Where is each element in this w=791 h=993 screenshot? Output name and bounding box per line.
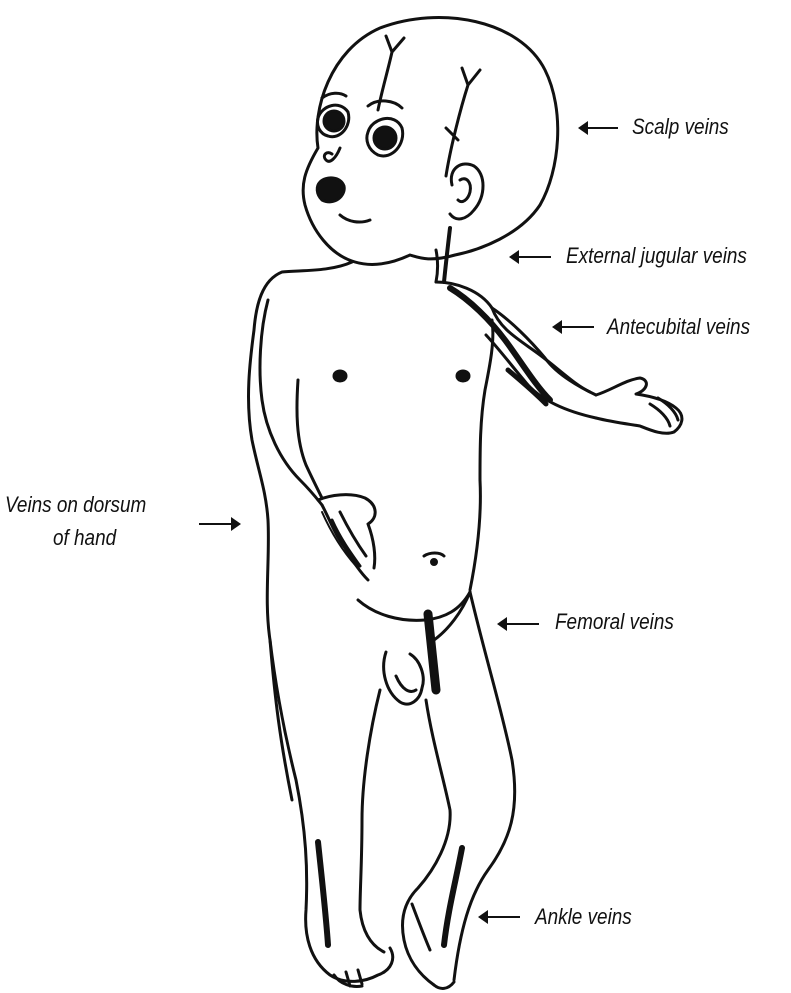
- antecubital-arrow: [552, 320, 594, 334]
- right-pupil: [374, 127, 396, 149]
- external-jugular-veins-label: External jugular veins: [566, 243, 747, 269]
- left-ankle-vein: [318, 842, 328, 945]
- right-nipple: [457, 371, 469, 381]
- navel: [424, 553, 444, 556]
- left-pupil: [324, 111, 344, 131]
- mouth: [317, 178, 344, 202]
- right-ankle-vein: [444, 848, 462, 945]
- femoral-veins-label: Femoral veins: [555, 609, 674, 635]
- left-arm-outer: [260, 300, 322, 505]
- jugular-arrow: [509, 250, 551, 264]
- neck-line: [436, 250, 438, 282]
- antecubital-veins-label: Antecubital veins: [607, 314, 750, 340]
- antecubital-vein: [450, 288, 550, 400]
- torso-right-outline: [470, 320, 493, 590]
- left-eyebrow: [322, 93, 346, 98]
- left-leg-outer: [270, 640, 393, 981]
- scalp-veins-label: Scalp veins: [632, 114, 729, 140]
- abdomen-lower: [358, 592, 470, 620]
- ear: [450, 164, 483, 219]
- dorsum-hand-arrow: [199, 517, 241, 531]
- left-hand: [318, 495, 375, 580]
- scalp-arrow: [578, 121, 618, 135]
- dorsum-hand-label-line2: of hand: [53, 525, 116, 551]
- head-outline: [303, 17, 558, 264]
- scalp-vein-2: [446, 68, 480, 176]
- dorsum-hand-label-line1: Veins on dorsum: [5, 492, 146, 518]
- ankle-veins-label: Ankle veins: [535, 904, 632, 930]
- left-nipple: [334, 371, 346, 381]
- right-eyebrow: [368, 101, 402, 108]
- femoral-vein: [428, 614, 436, 690]
- scalp-vein-1: [378, 36, 404, 110]
- chin-line: [340, 215, 370, 222]
- left-foot-toes: [334, 970, 362, 987]
- genital-outline: [384, 652, 424, 704]
- left-leg-inner: [360, 690, 384, 952]
- right-arm-lower: [486, 335, 596, 418]
- ankle-arrow: [478, 910, 520, 924]
- nose: [324, 148, 340, 161]
- femoral-arrow: [497, 617, 539, 631]
